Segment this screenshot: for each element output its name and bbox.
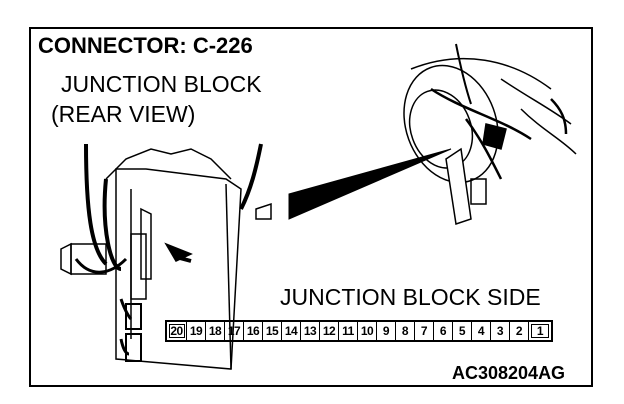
connector-pin: 15	[263, 322, 282, 340]
junction-block-label: JUNCTION BLOCK	[61, 71, 262, 97]
connector-pin: 20	[167, 322, 187, 340]
connector-pin: 5	[453, 322, 472, 340]
connector-pin-strip: 20 19 18 17 16 15 14 13 12 11 10 9 8 7 6…	[165, 320, 553, 342]
connector-pin: 3	[491, 322, 510, 340]
connector-pin: 11	[339, 322, 358, 340]
figure-code: AC308204AG	[452, 363, 566, 383]
connector-pin: 10	[358, 322, 377, 340]
connector-pin: 18	[206, 322, 225, 340]
connector-pin: 1	[529, 322, 551, 340]
junction-block-drawing	[60, 143, 272, 370]
connector-pin: 8	[396, 322, 415, 340]
location-pointer	[288, 148, 452, 220]
junction-block-side-label: JUNCTION BLOCK SIDE	[280, 284, 541, 310]
connector-pin: 2	[510, 322, 529, 340]
connector-title: CONNECTOR: C-226	[38, 33, 253, 58]
connector-pin: 12	[320, 322, 339, 340]
junction-block-illustration	[60, 43, 577, 370]
rear-view-label: (REAR VIEW)	[51, 101, 196, 127]
connector-pin: 17	[225, 322, 244, 340]
connector-pin: 19	[187, 322, 206, 340]
diagram-frame: CONNECTOR: C-226 JUNCTION BLOCK (REAR VI…	[29, 27, 593, 387]
connector-pin: 13	[301, 322, 320, 340]
connector-pin: 16	[244, 322, 263, 340]
dashboard-drawing	[403, 43, 577, 225]
connector-pin: 6	[434, 322, 453, 340]
connector-pin: 4	[472, 322, 491, 340]
connector-pin: 7	[415, 322, 434, 340]
connector-pin: 14	[282, 322, 301, 340]
connector-pin: 9	[377, 322, 396, 340]
